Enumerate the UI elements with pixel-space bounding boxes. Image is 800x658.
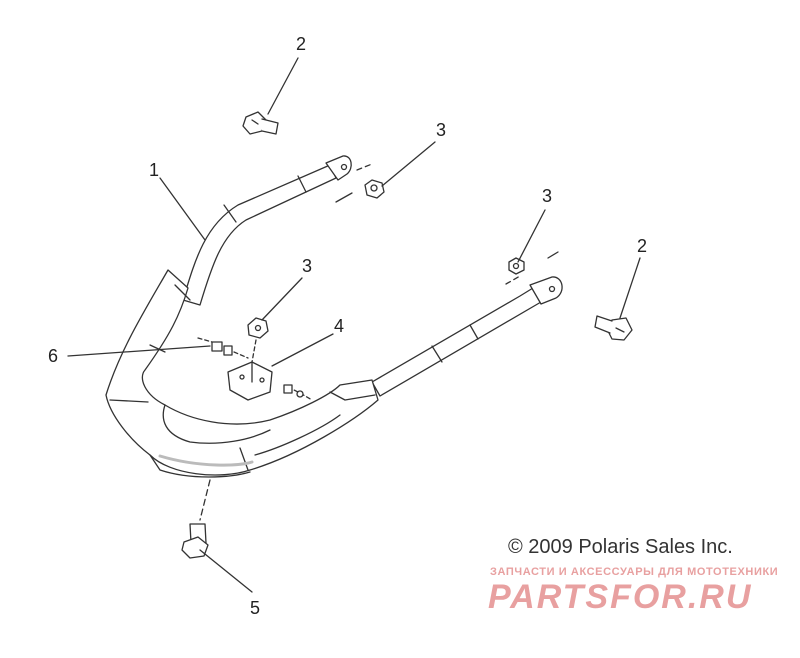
bolt-upper-left-part — [242, 111, 279, 135]
callout-4: 4 — [334, 316, 344, 336]
watermark-brand: PARTSFOR.RU — [488, 578, 753, 616]
leader-lines — [67, 57, 641, 593]
callout-3-upper: 3 — [436, 120, 446, 140]
nut-center-part — [247, 317, 269, 363]
bolt-right-part — [594, 315, 633, 341]
bumper-bar-part — [105, 155, 563, 478]
spacer-part — [197, 337, 249, 359]
callout-3-center: 3 — [302, 256, 312, 276]
nut-right-part — [508, 257, 525, 275]
callout-2-right: 2 — [637, 236, 647, 256]
nut-upper-part — [364, 179, 385, 199]
callout-6: 6 — [48, 346, 58, 366]
callout-1: 1 — [149, 160, 159, 180]
callout-2-upper: 2 — [296, 34, 306, 54]
callout-5: 5 — [250, 598, 260, 618]
bolt-lower-part — [181, 479, 211, 559]
bracket-part — [227, 361, 313, 401]
watermark-subtitle: ЗАПЧАСТИ И АКСЕССУАРЫ ДЛЯ МОТОТЕХНИКИ — [490, 566, 779, 578]
callout-3-right: 3 — [542, 186, 552, 206]
copyright-notice: © 2009 Polaris Sales Inc. — [508, 536, 733, 558]
